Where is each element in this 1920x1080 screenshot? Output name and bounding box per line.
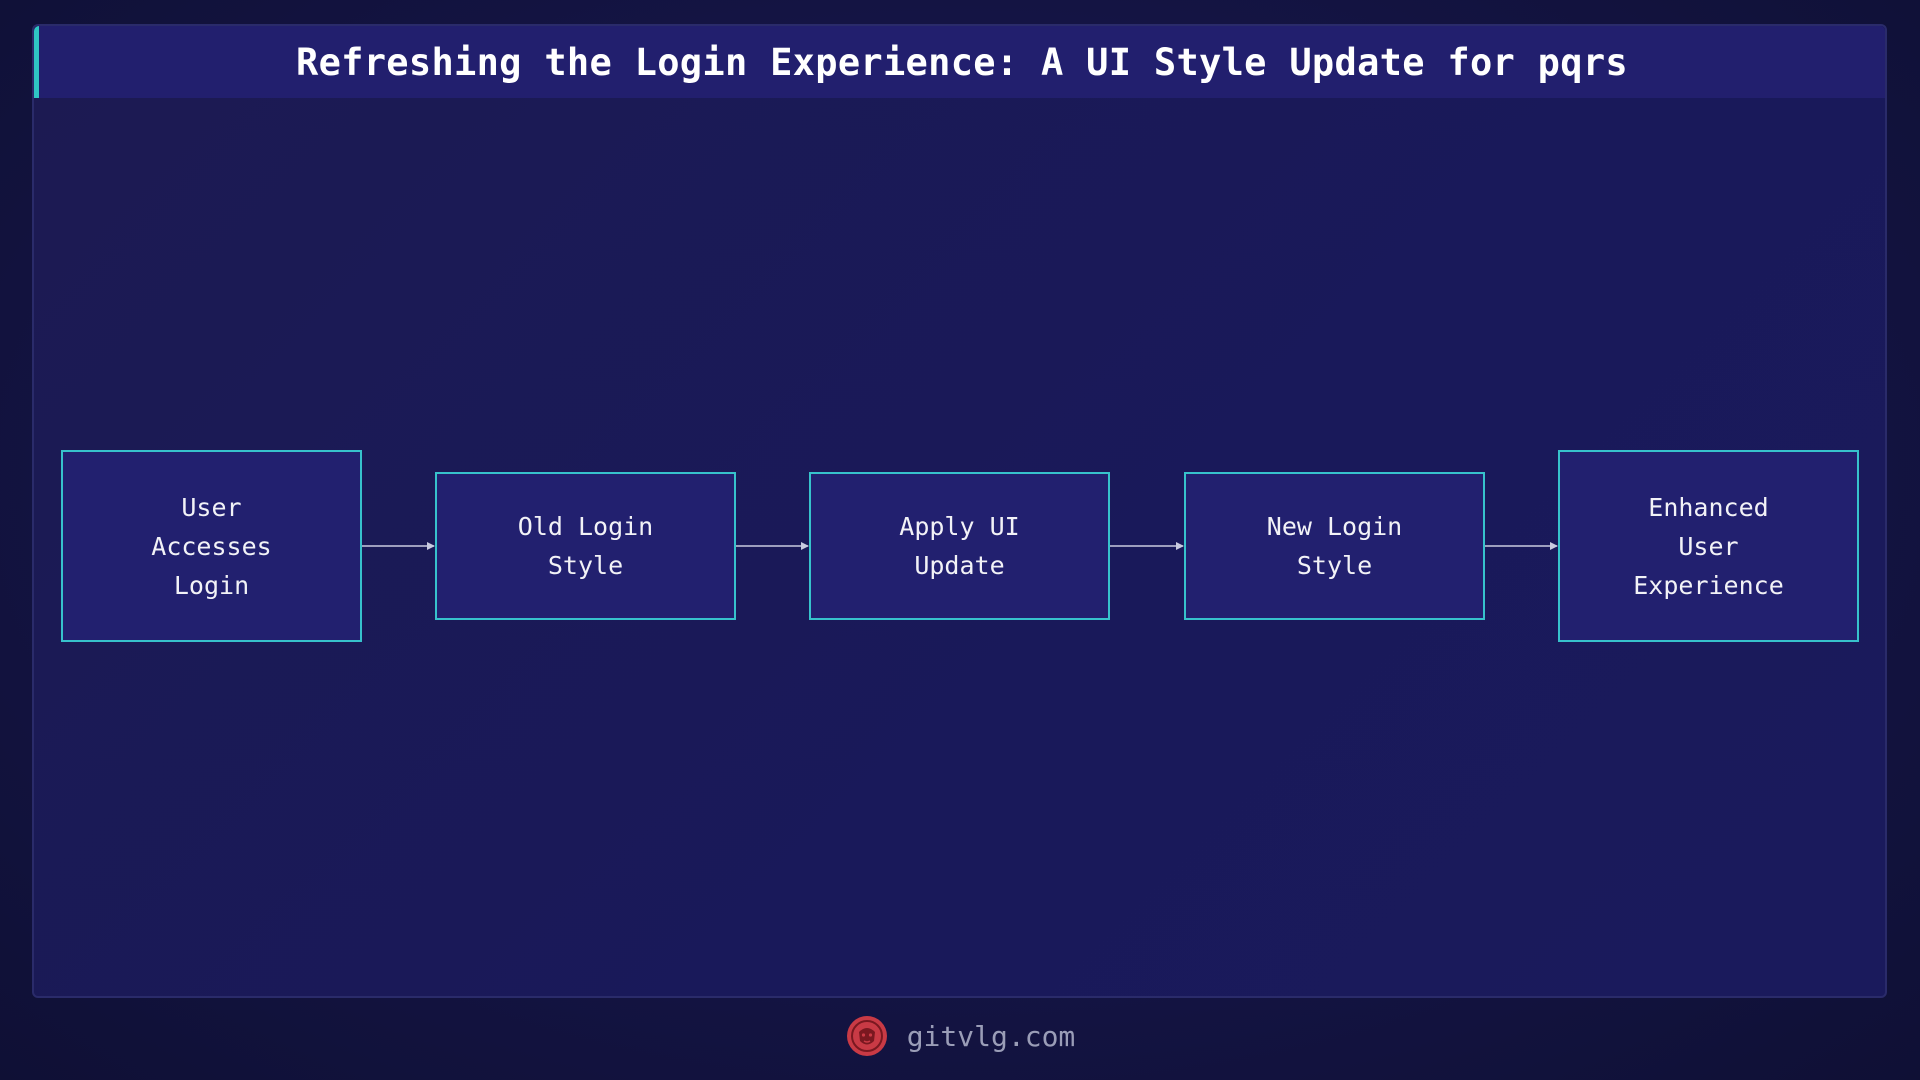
page-title: Refreshing the Login Experience: A UI St… bbox=[296, 40, 1628, 84]
title-bar: Refreshing the Login Experience: A UI St… bbox=[34, 26, 1885, 98]
node-user-accesses-login: User Accesses Login bbox=[61, 450, 362, 642]
lion-icon bbox=[846, 1016, 887, 1056]
node-new-login-style: New Login Style bbox=[1184, 472, 1485, 620]
footer: gitvlg.com bbox=[0, 1010, 1920, 1062]
node-apply-ui-update: Apply UI Update bbox=[809, 472, 1110, 620]
footer-site-link[interactable]: gitvlg.com bbox=[906, 1019, 1076, 1053]
node-old-login-style: Old Login Style bbox=[435, 472, 736, 620]
node-enhanced-user-experience: Enhanced User Experience bbox=[1558, 450, 1859, 642]
